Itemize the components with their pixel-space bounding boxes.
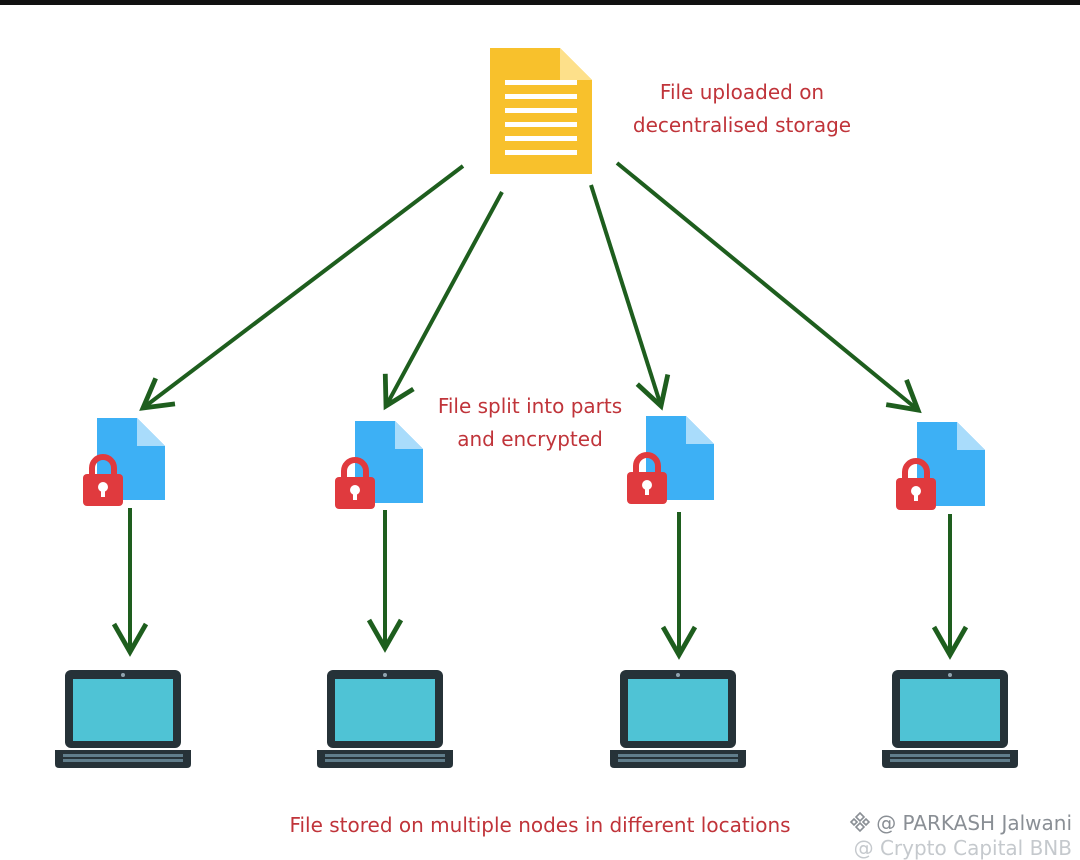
padlock-icon bbox=[896, 458, 936, 510]
padlock-icon bbox=[83, 454, 123, 506]
arrow-to-part-2 bbox=[382, 191, 504, 411]
laptop-icon-node-3 bbox=[610, 670, 746, 768]
laptop-icon-node-4 bbox=[882, 670, 1018, 768]
upload-label-line-2: decentralised storage bbox=[632, 113, 852, 137]
split-label-line-1: File split into parts bbox=[437, 394, 623, 418]
encrypted-file-part-4 bbox=[896, 422, 985, 510]
upload-label: File uploaded on decentralised storage bbox=[612, 76, 872, 142]
store-arrows bbox=[111, 508, 969, 660]
arrow-to-part-3 bbox=[589, 184, 671, 411]
split-label-line-2: and encrypted bbox=[457, 427, 603, 451]
document-icon bbox=[490, 48, 592, 174]
top-border bbox=[0, 0, 1080, 5]
encrypted-file-part-3 bbox=[627, 416, 714, 504]
split-arrows bbox=[139, 161, 922, 414]
watermark-source: @ Crypto Capital BNB bbox=[853, 836, 1072, 860]
watermark: @ PARKASH Jalwani @ Crypto Capital BNB bbox=[848, 810, 1072, 860]
watermark-author: @ PARKASH Jalwani bbox=[876, 811, 1072, 835]
padlock-icon bbox=[627, 452, 667, 504]
stored-label: File stored on multiple nodes in differe… bbox=[289, 813, 791, 837]
binance-logo-icon bbox=[848, 810, 872, 839]
arrow-to-part-4 bbox=[615, 161, 922, 414]
arrow-to-part-1 bbox=[139, 164, 465, 411]
encrypted-file-part-2 bbox=[335, 421, 423, 509]
split-label: File split into parts and encrypted bbox=[410, 390, 650, 456]
padlock-icon bbox=[335, 457, 375, 509]
laptop-icon-node-2 bbox=[317, 670, 453, 768]
encrypted-file-part-1 bbox=[83, 418, 165, 506]
laptop-icon-node-1 bbox=[55, 670, 191, 768]
upload-label-line-1: File uploaded on bbox=[659, 80, 825, 104]
